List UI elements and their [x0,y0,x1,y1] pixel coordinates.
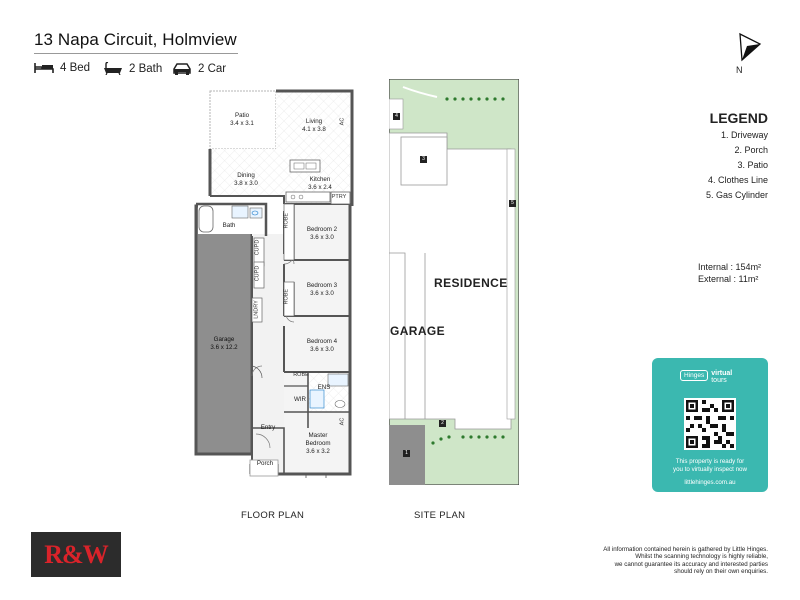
internal-area: Internal : 154m² [698,262,761,272]
porch-area [249,459,279,477]
laundry-label: LNDRY [253,300,260,319]
residence-label: RESIDENCE [434,276,508,290]
ensuite-shower [309,389,325,409]
site-plan-drawing [389,79,519,485]
compass-label: N [736,65,743,75]
vanity [231,205,249,219]
floor-plan-caption: FLOOR PLAN [241,510,305,521]
kitchen-bench [285,191,331,203]
virtual-tour-message: This property is ready for you to virtua… [673,458,747,473]
kitchen-island [289,159,321,173]
qr-code-icon [686,400,734,448]
brand-suffix-2: tours [711,377,727,384]
marker-1: 1 [403,450,410,457]
garage-site-label: GARAGE [390,324,446,338]
north-compass: N [730,32,764,76]
patio-area [209,90,277,150]
legend-item-clothes-line: 4. Clothes Line [707,175,768,185]
robe-label-2: ROBE [283,288,290,305]
external-area-value: : 11m² [733,274,759,284]
agency-logo: R&W [31,532,121,577]
title-divider [34,53,238,54]
room-porch: Porch [256,460,274,467]
laundry [251,297,263,323]
external-area-label: External [698,274,732,284]
marker-4: 4 [393,113,400,120]
bath-icon [103,62,123,75]
north-arrow-icon [739,32,762,62]
pantry [330,191,351,205]
room-bath: Bath [222,222,236,229]
ac-label-2: AC [339,417,346,426]
pantry-label: PTRY [331,194,347,200]
hinges-logo: Hinges [680,370,709,381]
site-plan-caption: SITE PLAN [414,510,466,521]
legend-item-patio: 3. Patio [737,160,768,170]
virtual-tour-brand: Hinges virtual tours [680,370,732,384]
property-address: 13 Napa Circuit, Holmview [34,30,237,49]
marker-2: 2 [439,420,446,427]
internal-area-label: Internal [698,262,729,272]
legend-title: LEGEND [709,110,768,126]
room-wir: WIR [293,396,307,403]
bed-count: 4 Bed [34,62,90,74]
cupboard-2 [253,261,265,289]
cupboard-label-1: CUPD [254,239,261,256]
legend-item-gas-cylinder: 5. Gas Cylinder [705,190,768,200]
marker-3: 3 [420,156,427,163]
external-area: External : 11m² [698,274,758,284]
car-label: 2 Car [198,62,227,75]
robe-bed2 [283,203,295,261]
cupboard-label-2: CUPD [254,265,261,282]
bed-icon [34,62,54,74]
legend-item-driveway: 1. Driveway [720,130,768,140]
brand-suffix: virtual [711,370,733,377]
bath-count: 2 Bath [103,62,162,75]
ac-label-1: AC [339,117,346,126]
qr-code[interactable] [684,398,736,450]
virtual-tour-url[interactable]: littlehinges.com.au [684,479,736,486]
car-icon [172,62,192,75]
virtual-tour-card[interactable]: Hinges virtual tours This property is re… [652,358,768,492]
marker-5: 5 [509,200,516,207]
bed-label: 4 Bed [60,62,91,74]
car-count: 2 Car [172,62,226,75]
internal-area-value: : 154m² [730,262,762,272]
robe-label-3: ROBE [293,372,309,378]
bath-label: 2 Bath [129,62,163,75]
robe-bed3 [283,281,295,317]
legend-item-porch: 2. Porch [734,145,768,155]
disclaimer-text: All information contained herein is gath… [603,546,768,576]
room-ensuite: ENS [317,384,331,391]
floor-plan-drawing [194,89,354,478]
robe-label-1: ROBE [283,212,290,229]
bedroom-wing [284,204,350,474]
living-area [210,91,350,204]
room-entry: Entry [260,424,276,431]
bathtub [198,205,214,233]
agency-logo-text: R&W [44,540,108,569]
garage-floor [194,204,254,456]
